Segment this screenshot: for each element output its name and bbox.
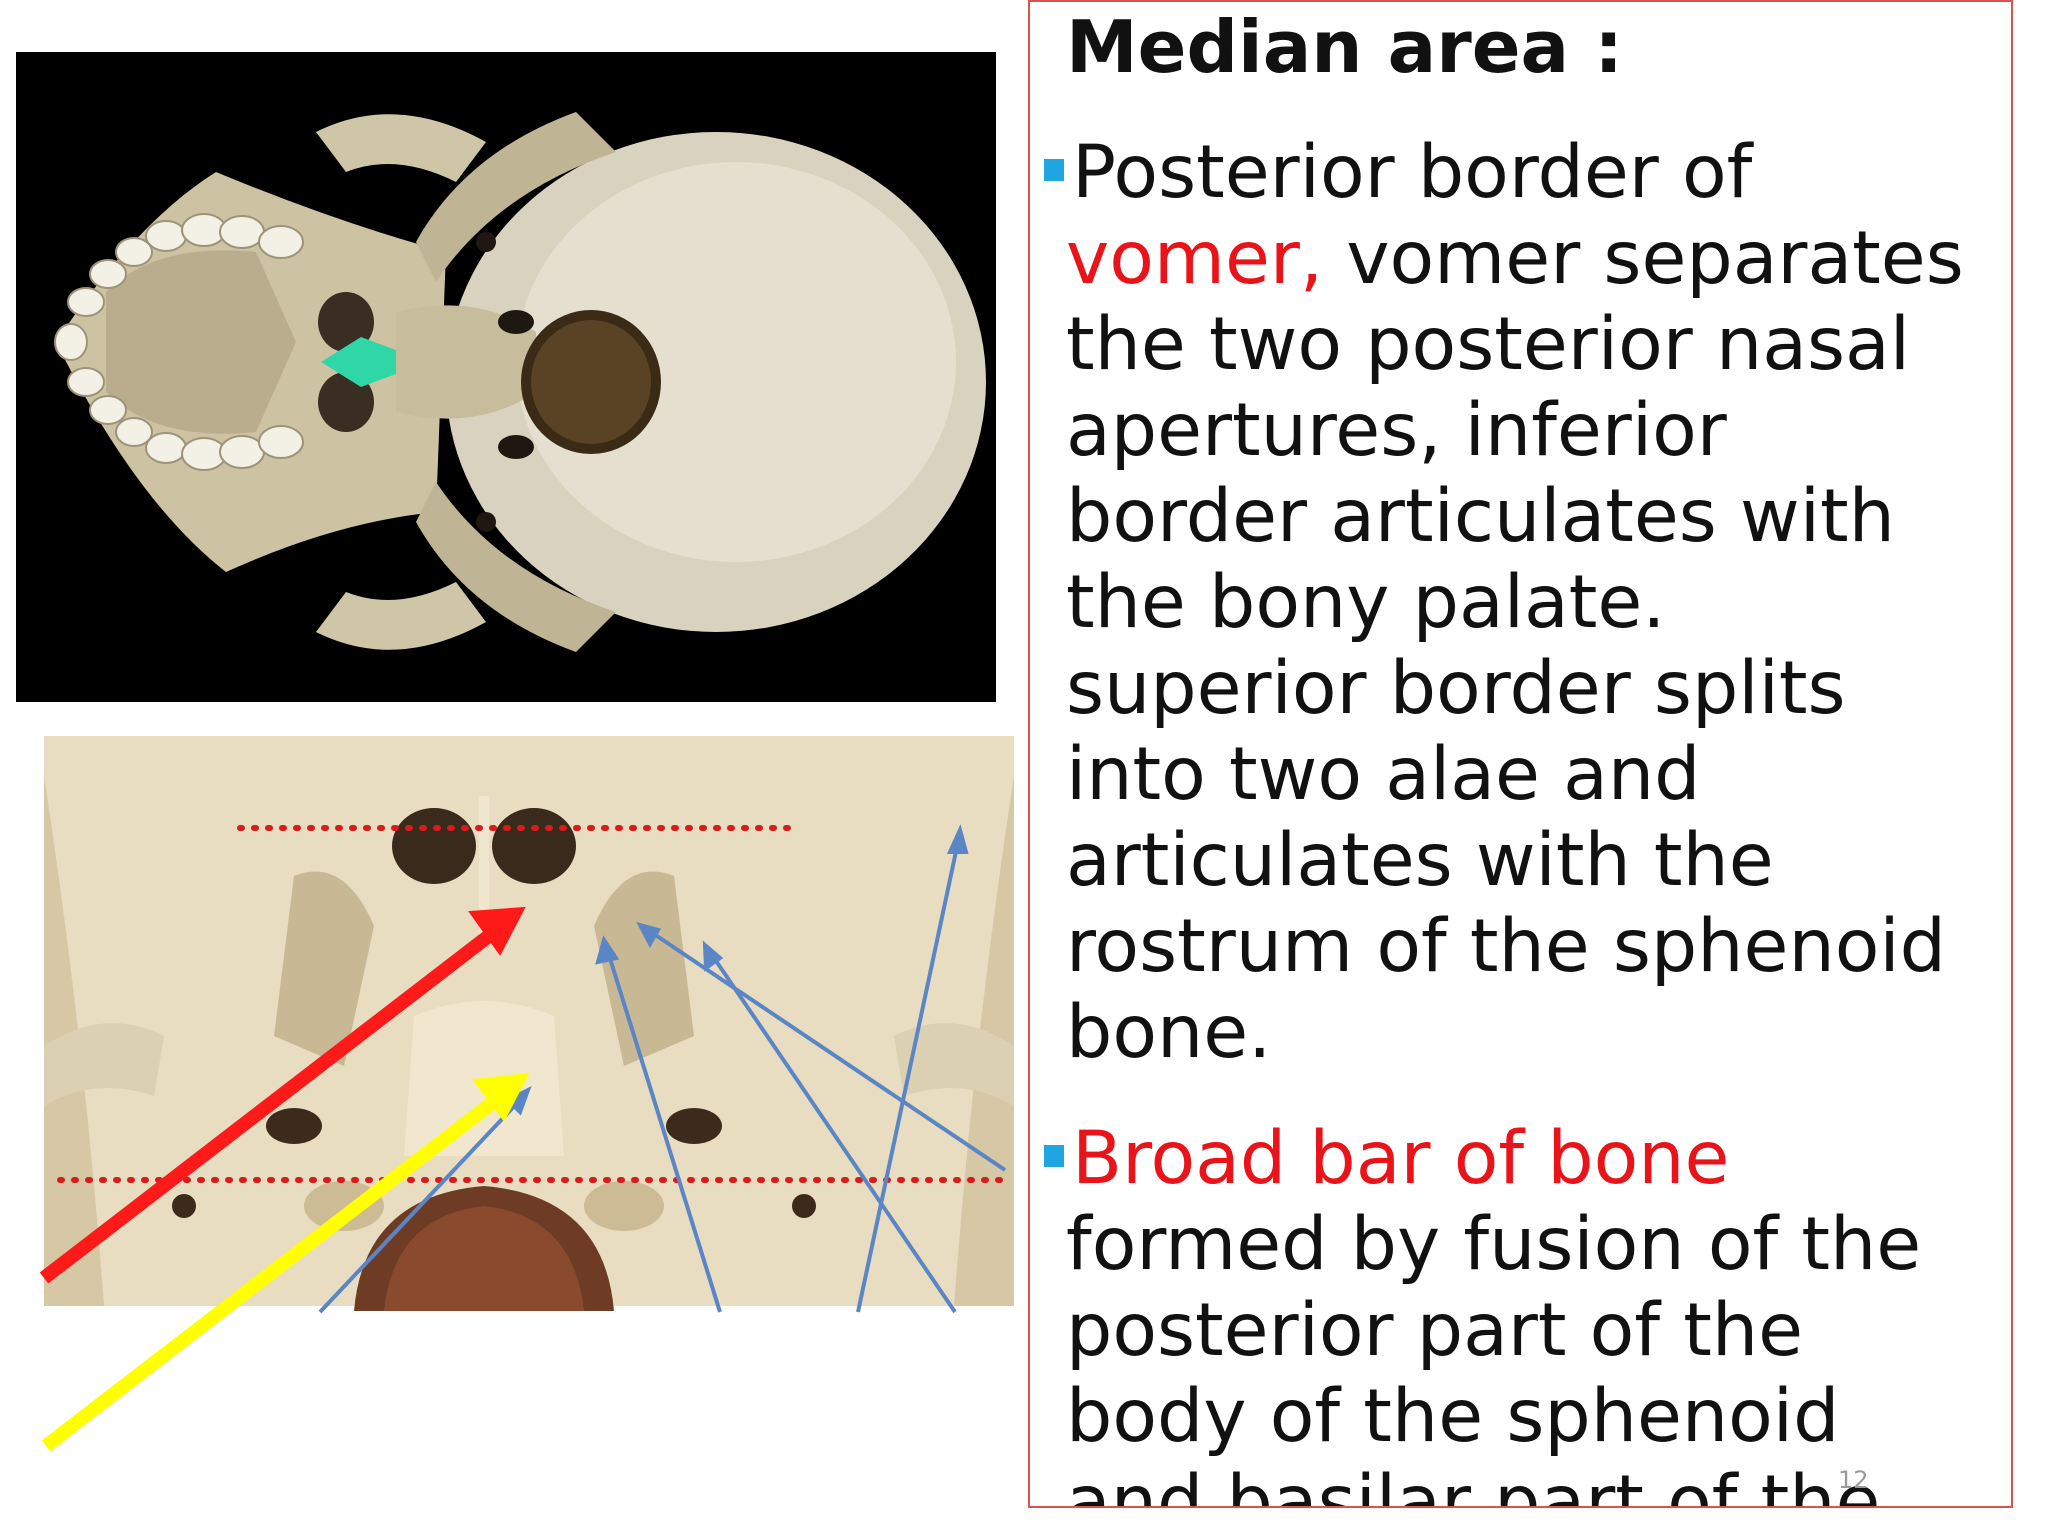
bullet2-line: and basilar part of the bbox=[1066, 1460, 1881, 1508]
bullet1-rest: vomer separates bbox=[1323, 216, 1964, 301]
bullet1-line: apertures, inferior bbox=[1066, 388, 1727, 473]
bullet1-line: articulates with the bbox=[1066, 818, 1774, 903]
bullet1-line: the bony palate. bbox=[1066, 560, 1666, 645]
broad-bar-highlight: Broad bar of bone bbox=[1072, 1116, 1730, 1201]
bullet2-line: posterior part of the bbox=[1066, 1288, 1804, 1373]
skull-base-closeup bbox=[44, 736, 1014, 1311]
bullet1-line: superior border splits bbox=[1066, 646, 1846, 731]
bullet1-line: border articulates with bbox=[1066, 474, 1895, 559]
bullet1-line: the two posterior nasal bbox=[1066, 302, 1910, 387]
text-panel: Median area : Posterior border of vomer,… bbox=[1028, 0, 2013, 1508]
bullet1-line: bone. bbox=[1066, 990, 1272, 1075]
bullet-marker bbox=[1044, 1145, 1064, 1167]
bullet1-second-line: vomer, vomer separates bbox=[1044, 216, 2004, 302]
skull-inferior-photo bbox=[16, 52, 996, 702]
bullet2-line: formed by fusion of the bbox=[1066, 1202, 1922, 1287]
bullet-broad-bar: Broad bar of bone formed by fusion of th… bbox=[1044, 1116, 2004, 1508]
slide-heading: Median area : bbox=[1066, 5, 1623, 89]
bullet-marker bbox=[1044, 159, 1064, 181]
bullet1-line: rostrum of the sphenoid bbox=[1066, 904, 1946, 989]
bullet1-first-line: Posterior border of bbox=[1072, 130, 1753, 215]
slide-number: 12 bbox=[1838, 1466, 1869, 1494]
bullet2-line: body of the sphenoid bbox=[1066, 1374, 1840, 1459]
bullet-vomer: Posterior border of vomer, vomer separat… bbox=[1044, 130, 2004, 1076]
bullet1-line: into two alae and bbox=[1066, 732, 1701, 817]
vomer-highlight: vomer, bbox=[1066, 216, 1324, 301]
